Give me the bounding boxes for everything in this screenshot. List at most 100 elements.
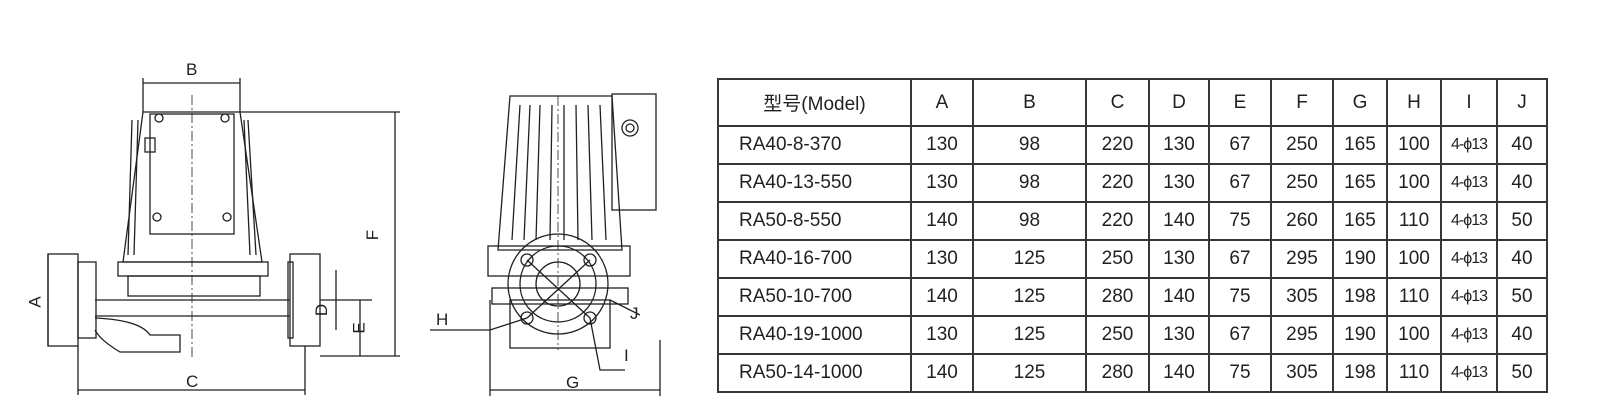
dimension-cell: 100 (1386, 315, 1442, 355)
dimension-cell: 295 (1270, 315, 1334, 355)
dimension-cell: 50 (1496, 353, 1548, 393)
side-view-drawing (430, 93, 661, 396)
dimension-cell: 40 (1496, 125, 1548, 165)
model-cell: RA40-16-700 (717, 239, 912, 279)
dimension-cell: 280 (1085, 353, 1150, 393)
dimension-cell: 98 (972, 201, 1087, 241)
dimension-label-a: A (25, 296, 45, 308)
column-header-model: 型号(Model) (717, 78, 912, 127)
model-cell: RA50-8-550 (717, 201, 912, 241)
column-header-i: I (1440, 78, 1498, 127)
dimension-cell: 50 (1496, 277, 1548, 317)
dimension-cell: 140 (1148, 277, 1210, 317)
model-cell: RA40-8-370 (717, 125, 912, 165)
column-header-c: C (1085, 78, 1150, 127)
dimension-cell: 130 (1148, 125, 1210, 165)
dimension-cell: 165 (1332, 125, 1388, 165)
column-header-h: H (1386, 78, 1442, 127)
column-header-f: F (1270, 78, 1334, 127)
dimension-cell: 40 (1496, 239, 1548, 279)
column-header-d: D (1148, 78, 1210, 127)
dimension-cell: 250 (1085, 315, 1150, 355)
dimension-cell: 130 (1148, 163, 1210, 203)
dimension-cell: 67 (1208, 163, 1272, 203)
front-view-drawing (47, 78, 400, 395)
dimension-cell: 140 (1148, 353, 1210, 393)
dimension-cell: 165 (1332, 201, 1388, 241)
dimension-cell: 110 (1386, 353, 1442, 393)
model-cell: RA50-10-700 (717, 277, 912, 317)
dimension-cell: 4-ϕ13 (1440, 315, 1498, 355)
dimension-cell: 4-ϕ13 (1440, 239, 1498, 279)
dimension-label-i: I (624, 346, 629, 365)
column-header-e: E (1208, 78, 1272, 127)
dimension-cell: 250 (1270, 125, 1334, 165)
dimension-cell: 130 (910, 163, 974, 203)
dimension-cell: 4-ϕ13 (1440, 201, 1498, 241)
dimension-cell: 50 (1496, 201, 1548, 241)
dimension-cell: 40 (1496, 163, 1548, 203)
dimension-cell: 125 (972, 353, 1087, 393)
dimension-cell: 198 (1332, 353, 1388, 393)
dimension-label-b: B (186, 60, 198, 79)
model-cell: RA40-19-1000 (717, 315, 912, 355)
dimension-cell: 40 (1496, 315, 1548, 355)
dimension-cell: 220 (1085, 201, 1150, 241)
dimension-cell: 100 (1386, 125, 1442, 165)
dimension-cell: 140 (910, 201, 974, 241)
dimension-cell: 305 (1270, 353, 1334, 393)
dimension-label-j: J (630, 304, 639, 323)
dimension-cell: 4-ϕ13 (1440, 353, 1498, 393)
dimension-cell: 305 (1270, 277, 1334, 317)
dimension-label-d: D (312, 303, 332, 317)
dimension-cell: 4-ϕ13 (1440, 277, 1498, 317)
dimension-label-f: F (363, 229, 383, 241)
dimension-cell: 4-ϕ13 (1440, 125, 1498, 165)
dimension-cell: 165 (1332, 163, 1388, 203)
dimension-cell: 75 (1208, 353, 1272, 393)
dimension-cell: 130 (910, 315, 974, 355)
model-cell: RA50-14-1000 (717, 353, 912, 393)
dimension-cell: 98 (972, 163, 1087, 203)
dimension-cell: 140 (1148, 201, 1210, 241)
dimension-cell: 75 (1208, 277, 1272, 317)
column-header-g: G (1332, 78, 1388, 127)
dimension-cell: 260 (1270, 201, 1334, 241)
dimension-cell: 220 (1085, 125, 1150, 165)
dimension-cell: 125 (972, 315, 1087, 355)
dimension-cell: 250 (1270, 163, 1334, 203)
dimension-cell: 100 (1386, 239, 1442, 279)
dimension-label-e: E (349, 322, 369, 334)
model-cell: RA40-13-550 (717, 163, 912, 203)
dimension-cell: 198 (1332, 277, 1388, 317)
dimension-cell: 280 (1085, 277, 1150, 317)
pump-drawings (47, 78, 661, 396)
dimension-cell: 67 (1208, 239, 1272, 279)
dimension-cell: 75 (1208, 201, 1272, 241)
dimension-cell: 110 (1386, 277, 1442, 317)
column-header-a: A (910, 78, 974, 127)
dimension-cell: 140 (910, 277, 974, 317)
dimension-label-c: C (186, 372, 199, 391)
dimension-label-g: G (566, 373, 580, 392)
dimension-cell: 67 (1208, 315, 1272, 355)
dimension-cell: 130 (910, 239, 974, 279)
dimension-cell: 130 (1148, 239, 1210, 279)
dimension-cell: 125 (972, 277, 1087, 317)
column-header-j: J (1496, 78, 1548, 127)
dimension-cell: 67 (1208, 125, 1272, 165)
dimension-cell: 100 (1386, 163, 1442, 203)
dimension-cell: 140 (910, 353, 974, 393)
dimension-cell: 220 (1085, 163, 1150, 203)
dimension-cell: 130 (910, 125, 974, 165)
